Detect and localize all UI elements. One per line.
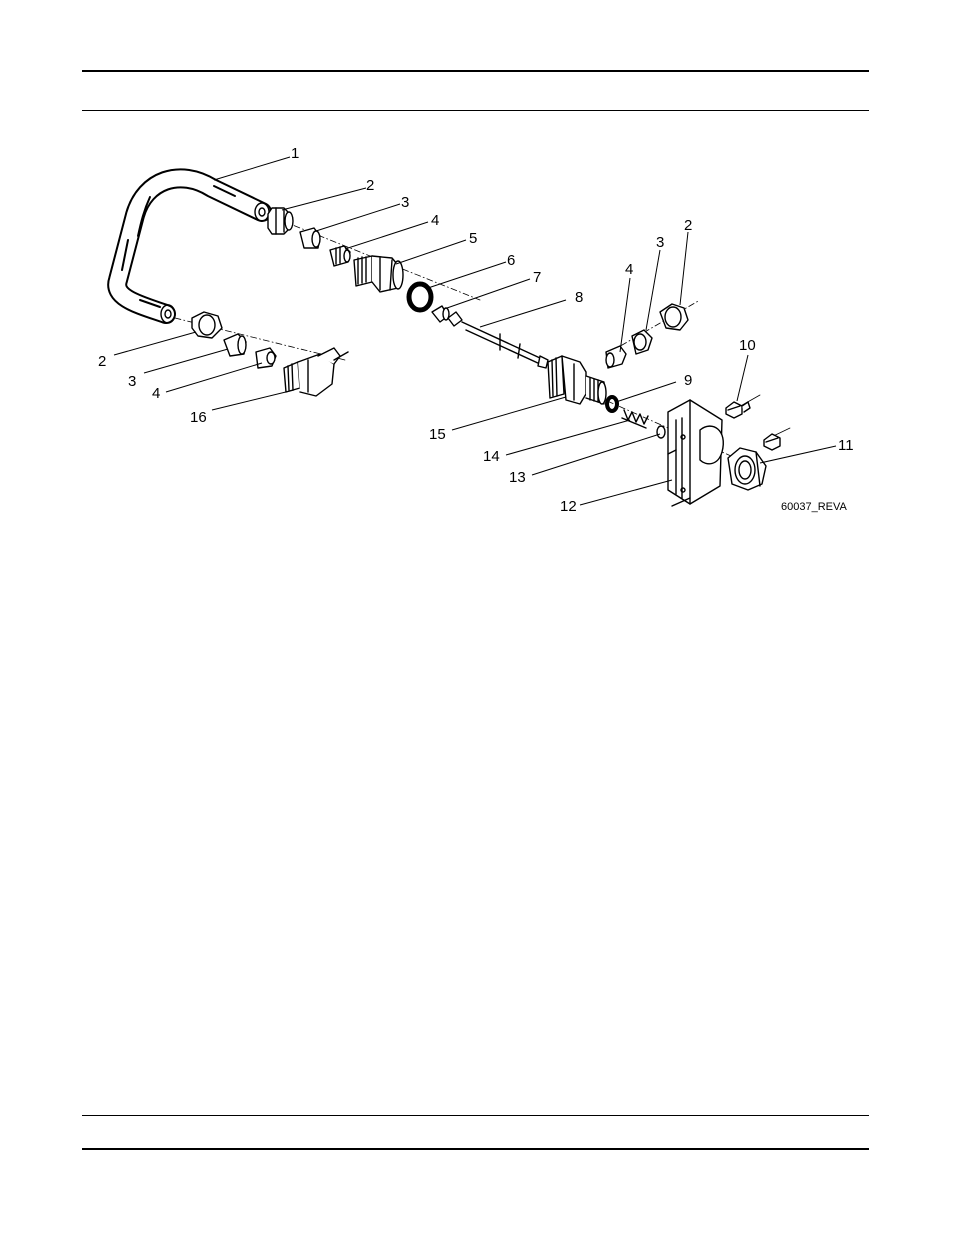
tube-insert-part bbox=[330, 246, 350, 266]
callout-6: 6 bbox=[507, 252, 515, 269]
mounting-bracket-part bbox=[668, 400, 723, 506]
ferrule-lower-part bbox=[224, 334, 246, 356]
callout-4-right: 4 bbox=[625, 261, 633, 278]
hex-nut-lower-part bbox=[192, 312, 222, 338]
callout-2: 2 bbox=[366, 177, 374, 194]
valve-stem-part bbox=[448, 312, 548, 368]
mounting-screw-part bbox=[726, 402, 750, 418]
washer-part bbox=[657, 426, 665, 438]
tube-insert-right-part bbox=[606, 346, 626, 368]
valve-body-part bbox=[548, 356, 606, 404]
callout-2-right: 2 bbox=[684, 217, 692, 234]
callout-3-right: 3 bbox=[656, 234, 664, 251]
elbow-fitting-part bbox=[284, 348, 348, 396]
panel-nut-part bbox=[728, 448, 766, 490]
spring-part bbox=[622, 410, 648, 428]
callout-13: 13 bbox=[509, 469, 526, 486]
bent-tube-part bbox=[117, 178, 269, 323]
callout-16: 16 bbox=[190, 409, 207, 426]
small-o-ring-part bbox=[607, 397, 617, 411]
callout-8: 8 bbox=[575, 289, 583, 306]
callout-14: 14 bbox=[483, 448, 500, 465]
ferrule-right-part bbox=[632, 330, 652, 354]
tube-insert-lower-part bbox=[256, 348, 276, 368]
callout-7: 7 bbox=[533, 269, 541, 286]
callout-3-lower: 3 bbox=[128, 373, 136, 390]
valve-seat-part bbox=[432, 306, 449, 322]
drawing-id: 60037_REVA bbox=[781, 501, 848, 513]
callout-15: 15 bbox=[429, 426, 446, 443]
callout-12: 12 bbox=[560, 498, 577, 515]
callout-3: 3 bbox=[401, 194, 409, 211]
reducer-fitting-part bbox=[354, 256, 403, 292]
callout-11: 11 bbox=[838, 437, 854, 454]
hex-nut-right-part bbox=[660, 304, 688, 330]
mounting-screw-lower-part bbox=[764, 434, 780, 450]
callout-4: 4 bbox=[431, 212, 439, 229]
callout-1: 1 bbox=[291, 145, 299, 162]
callout-5: 5 bbox=[469, 230, 477, 247]
callout-4-lower: 4 bbox=[152, 385, 160, 402]
callout-9: 9 bbox=[684, 372, 692, 389]
callout-2-lower: 2 bbox=[98, 353, 106, 370]
o-ring-part bbox=[409, 284, 431, 310]
callout-10: 10 bbox=[739, 337, 756, 354]
hex-nut-part bbox=[268, 208, 293, 234]
